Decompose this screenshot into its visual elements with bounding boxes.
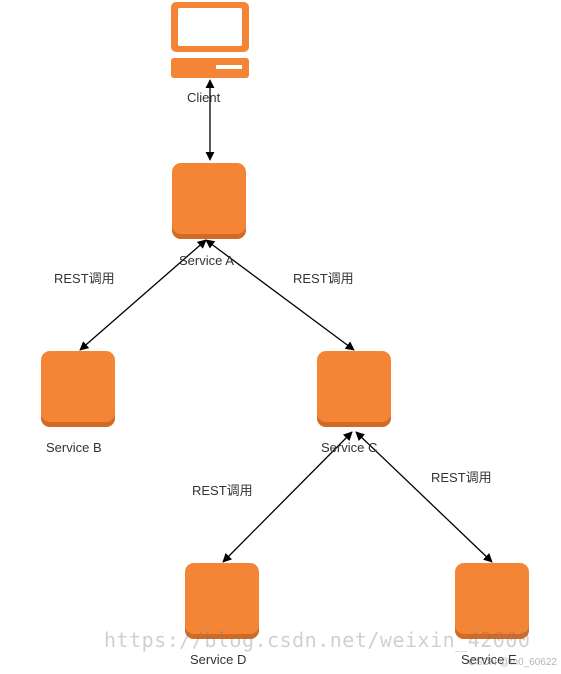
service-c-label: Service C bbox=[321, 440, 378, 455]
edge-label-a-b: REST调用 bbox=[54, 271, 115, 286]
client-label: Client bbox=[187, 90, 221, 105]
edge-service-a-service-b bbox=[79, 239, 207, 351]
edge-label-c-e: REST调用 bbox=[431, 470, 492, 485]
service-c-node bbox=[317, 351, 391, 427]
service-b-label: Service B bbox=[46, 440, 102, 455]
service-a-node bbox=[172, 163, 246, 239]
url-watermark: https://blog.csdn.net/weixin_42000 bbox=[104, 628, 531, 652]
service-d-node bbox=[185, 563, 259, 639]
edge-service-c-service-e bbox=[355, 431, 493, 563]
client-computer-icon bbox=[171, 2, 249, 78]
service-e-node bbox=[455, 563, 529, 639]
source-watermark: CSDN @m0_60622 bbox=[468, 657, 557, 668]
edge-label-c-d: REST调用 bbox=[192, 483, 253, 498]
service-e-label: Service E bbox=[461, 652, 517, 667]
service-a-label: Service A bbox=[179, 253, 234, 268]
service-b-node bbox=[41, 351, 115, 427]
edge-label-a-c: REST调用 bbox=[293, 271, 354, 286]
edge-service-a-service-c bbox=[205, 239, 355, 351]
edge-service-c-service-d bbox=[222, 431, 353, 563]
service-d-label: Service D bbox=[190, 652, 247, 667]
